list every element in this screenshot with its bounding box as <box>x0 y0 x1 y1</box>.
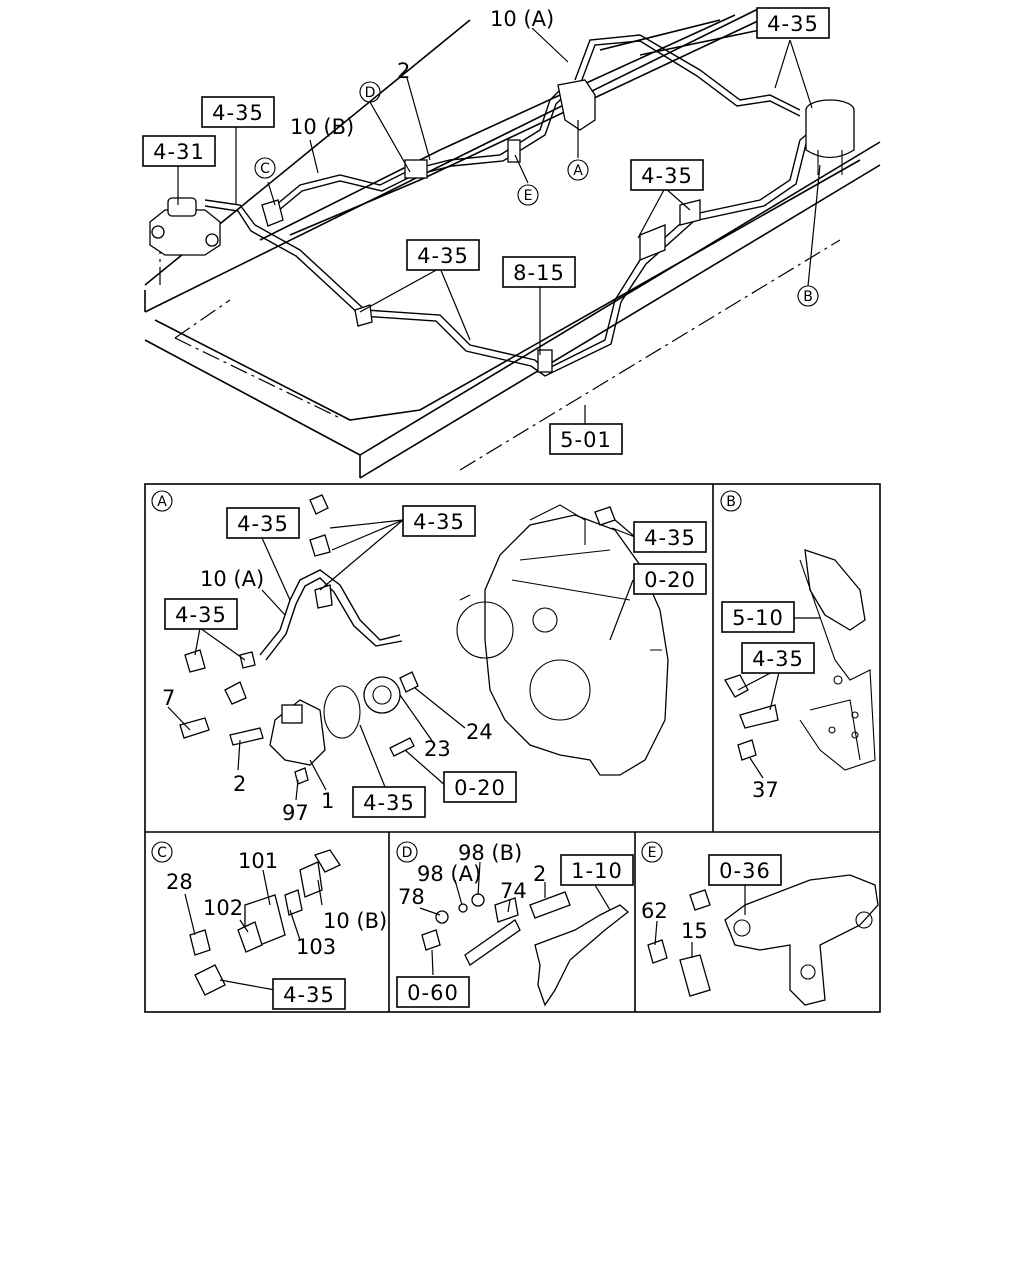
panel-c-label-10b: 10 (B) <box>323 909 387 933</box>
svg-text:C: C <box>157 845 167 861</box>
panel-e-label-15: 15 <box>681 919 708 943</box>
ref-4-35-mid-right: 4-35 <box>641 164 693 188</box>
panel-d-label-2: 2 <box>533 862 546 886</box>
panel-a-label-7: 7 <box>162 686 175 710</box>
panel-c-parts <box>189 849 341 996</box>
panel-c-label-101: 101 <box>238 849 278 873</box>
panel-d-ref-1-10: 1-10 <box>571 859 623 883</box>
svg-text:A: A <box>573 163 583 179</box>
ref-4-35-top-right: 4-35 <box>767 12 819 36</box>
panel-c-leaders <box>184 869 323 991</box>
svg-text:B: B <box>803 289 813 305</box>
ref-4-35-center: 4-35 <box>417 244 469 268</box>
panel-c-id: C <box>151 841 173 863</box>
panel-a-id: A <box>151 490 173 512</box>
callout-d: D <box>359 81 381 103</box>
svg-text:D: D <box>365 85 376 101</box>
overview-components <box>149 79 855 373</box>
panel-e-label-62: 62 <box>641 899 668 923</box>
svg-text:B: B <box>726 494 736 510</box>
panel-e-id: E <box>641 841 663 863</box>
panel-a-ref-0-20-stud: 0-20 <box>454 776 506 800</box>
svg-text:D: D <box>402 845 413 861</box>
panel-a-label-23: 23 <box>424 737 451 761</box>
part-label-2: 2 <box>397 59 410 83</box>
flywheel-housing <box>456 504 669 776</box>
panel-b-ref-5-10: 5-10 <box>732 606 784 630</box>
panel-a-ref-4-35-clips: 4-35 <box>413 510 465 534</box>
callout-a: A <box>567 159 589 181</box>
callout-c: C <box>254 157 276 179</box>
svg-text:E: E <box>524 188 533 204</box>
overview-diagram: 4-35 4-35 4-31 4-35 4-35 8-15 5-01 10 (A… <box>142 7 881 479</box>
panel-a-leaders <box>167 519 636 801</box>
panel-d-label-98a: 98 (A) <box>417 862 481 886</box>
panel-d-label-74: 74 <box>500 879 527 903</box>
panel-a-ref-4-35-left: 4-35 <box>175 603 227 627</box>
panel-d-ref-0-60: 0-60 <box>407 981 459 1005</box>
panel-e-leaders <box>654 883 746 958</box>
panel-c-ref-4-35: 4-35 <box>283 983 335 1007</box>
detail-panels-frame <box>144 483 881 1013</box>
panel-b-ref-4-35: 4-35 <box>752 647 804 671</box>
overview-leaders <box>177 27 821 425</box>
panel-c-label-28: 28 <box>166 870 193 894</box>
panel-a-label-10a: 10 (A) <box>200 567 264 591</box>
panel-d-leaders <box>419 861 611 976</box>
part-label-10a: 10 (A) <box>490 7 554 31</box>
panel-e-ref-0-36: 0-36 <box>719 859 771 883</box>
callout-b: B <box>797 285 819 307</box>
ref-4-31: 4-31 <box>153 140 205 164</box>
panel-a-ref-0-20-housing: 0-20 <box>644 568 696 592</box>
detail-panel-c: C 4-35 28 102 101 103 10 (B) <box>151 841 387 1010</box>
panel-a-label-1: 1 <box>321 789 334 813</box>
panel-a-ref-4-35-oring: 4-35 <box>363 791 415 815</box>
ref-8-15: 8-15 <box>513 261 565 285</box>
panel-b-label-37: 37 <box>752 778 779 802</box>
panel-d-label-78: 78 <box>398 885 425 909</box>
ref-5-01: 5-01 <box>560 428 612 452</box>
panel-a-ref-4-35-bolt: 4-35 <box>644 526 696 550</box>
panel-d-parts <box>421 891 630 1007</box>
panel-a-label-24: 24 <box>466 720 493 744</box>
panel-a-hoses <box>184 494 616 673</box>
panel-a-ref-4-35-hose: 4-35 <box>237 512 289 536</box>
panel-a-label-2: 2 <box>233 772 246 796</box>
detail-panel-e: E 0-36 62 15 <box>641 841 879 1006</box>
panel-d-id: D <box>396 841 418 863</box>
panel-c-label-102: 102 <box>203 896 243 920</box>
svg-text:A: A <box>157 494 167 510</box>
panel-b-id: B <box>720 490 742 512</box>
callout-e: E <box>517 184 539 206</box>
panel-c-label-103: 103 <box>296 935 336 959</box>
brake-pipes <box>204 34 821 377</box>
panel-a-label-97: 97 <box>282 801 309 825</box>
svg-text:C: C <box>260 161 270 177</box>
ref-4-35-top-left: 4-35 <box>212 101 264 125</box>
detail-panel-a: A <box>151 490 707 825</box>
panel-d-label-98b: 98 (B) <box>458 841 522 865</box>
svg-text:E: E <box>648 845 657 861</box>
frame-rail <box>144 7 881 479</box>
overview-ref-boxes: 4-35 4-35 4-31 4-35 4-35 8-15 5-01 <box>142 7 830 455</box>
vacuum-pump <box>179 671 419 785</box>
detail-panel-d: D 1-10 0-60 98 (B) 98 (A) 78 74 <box>396 841 634 1008</box>
panel-e-parts <box>647 874 879 1006</box>
part-label-10b: 10 (B) <box>290 115 354 139</box>
frame-bracket <box>724 549 876 771</box>
detail-panel-b: B 5-10 4-35 37 <box>720 490 876 802</box>
